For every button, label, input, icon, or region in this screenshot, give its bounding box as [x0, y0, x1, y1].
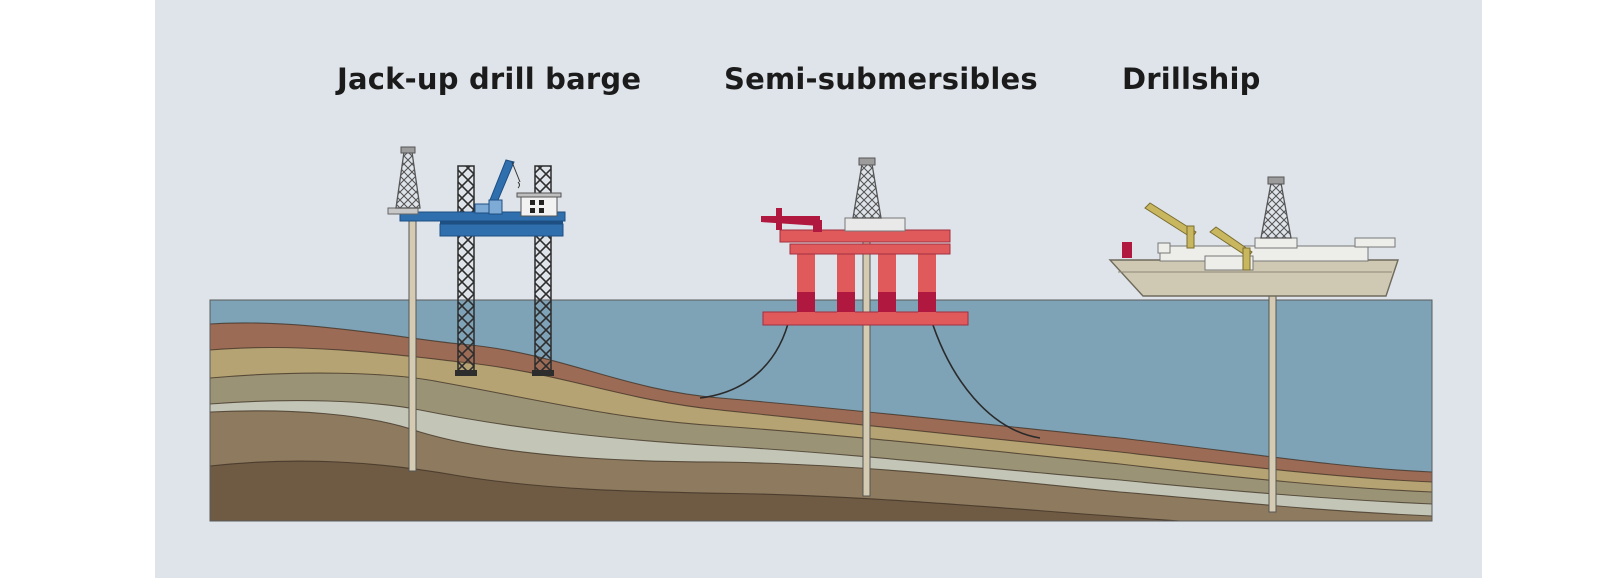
drillship-vessel	[1108, 176, 1399, 513]
semisub-lower-deck	[789, 243, 951, 255]
drillship-crane-1	[1144, 202, 1197, 239]
jackup-derrick	[395, 151, 421, 209]
sediment-layer-6	[210, 461, 1180, 521]
drillship-label: Drillship	[1122, 62, 1261, 96]
semisub-mooring-right	[929, 315, 1041, 439]
jackup-label: Jack-up drill barge	[337, 62, 642, 96]
semisub-columns	[797, 253, 936, 313]
jackup-crane-base	[488, 199, 503, 215]
drillship-bow-mast	[1122, 242, 1132, 258]
jackup-leg-left	[457, 165, 475, 375]
jackup-crane-boom	[489, 159, 515, 201]
semisub-label: Semi-submersibles	[724, 62, 1038, 96]
semisub-crane	[761, 216, 820, 226]
drillship-hull	[1108, 259, 1399, 297]
cross-section	[210, 300, 1432, 521]
semisub-pontoon	[762, 311, 969, 326]
jackup-drill-pipe	[408, 213, 417, 472]
drillship-drill-pipe	[1268, 279, 1277, 513]
jackup-hull	[439, 223, 564, 237]
drillship-crane-2	[1209, 226, 1253, 258]
semi-submersible-rig	[699, 157, 1041, 497]
semisub-mooring-left	[699, 315, 791, 399]
section-border	[209, 299, 1433, 522]
drillship-derrick	[1260, 182, 1292, 239]
jackup-drill-barge	[387, 146, 566, 472]
semisub-derrick	[852, 163, 882, 219]
semisub-drill-pipe	[862, 225, 871, 497]
semisub-upper-deck	[779, 229, 951, 243]
